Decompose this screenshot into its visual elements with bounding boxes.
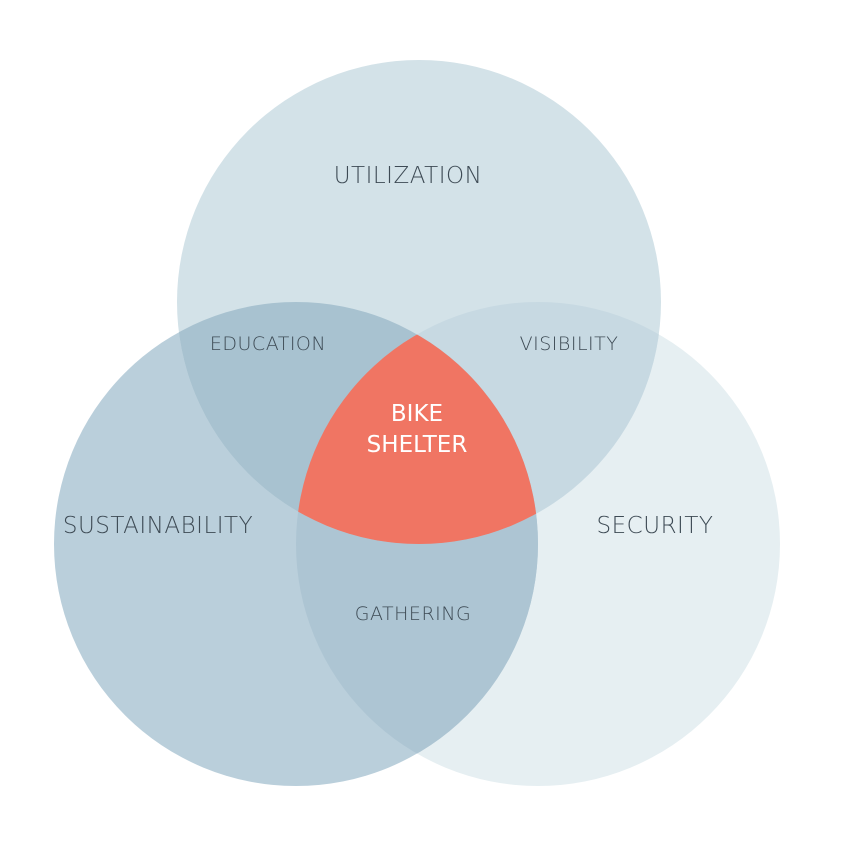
label-utilization: UTILIZATION: [334, 163, 483, 189]
label-gathering: GATHERING: [355, 603, 471, 625]
label-security: SECURITY: [597, 513, 714, 539]
label-visibility: VISIBILITY: [520, 333, 619, 355]
label-education: EDUCATION: [210, 333, 326, 355]
label-sustainability: SUSTAINABILITY: [63, 513, 253, 539]
label-center-line2: SHELTER: [367, 432, 468, 458]
label-center-line1: BIKE: [391, 401, 443, 427]
overlap-center: [296, 302, 538, 544]
